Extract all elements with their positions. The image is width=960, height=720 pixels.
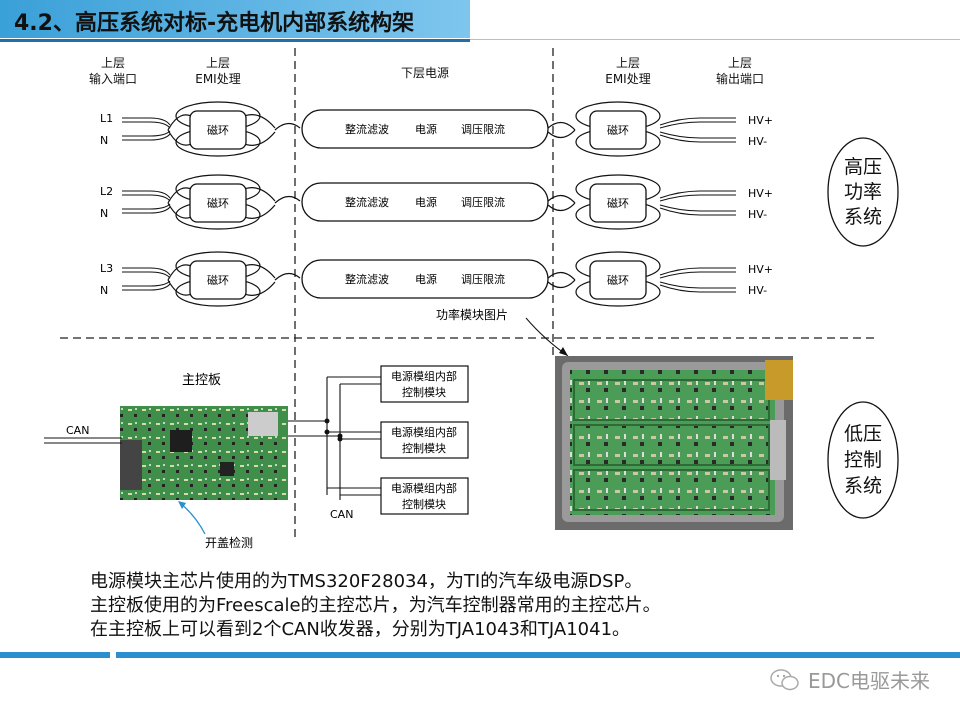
wechat-icon — [770, 668, 799, 690]
hv-system-badge — [827, 137, 899, 247]
control-module-3-line1: 电源模组内部 — [391, 481, 457, 495]
row1-output-hv-minus: HV- — [748, 135, 767, 148]
lv-system-line3: 系统 — [844, 475, 882, 497]
main-board-photo — [120, 406, 288, 500]
hv-system-line2: 功率 — [844, 181, 882, 203]
row3-core-out-label: 磁环 — [607, 274, 629, 287]
hv-system-line3: 系统 — [844, 206, 882, 228]
row3-stage3: 调压限流 — [461, 272, 505, 286]
row2-input-n: N — [100, 207, 108, 220]
note-line-1: 电源模块主芯片使用的为TMS320F28034，为TI的汽车级电源DSP。 — [90, 571, 643, 592]
row1-stage1: 整流滤波 — [345, 122, 389, 136]
row2-output-hv-plus: HV+ — [748, 187, 773, 200]
col3-header: 下层电源 — [401, 66, 449, 80]
control-module-2: 电源模组内部 控制模块 — [380, 421, 469, 459]
can-input-label: CAN — [66, 424, 89, 437]
row2-emi-core-in — [189, 183, 247, 223]
row2-stage2: 电源 — [415, 195, 437, 209]
col1-header-line2: 输入端口 — [89, 71, 137, 86]
col4-header-line1: 上层 — [616, 56, 640, 70]
row1-emi-core-in — [189, 110, 247, 150]
row1-emi-core-out — [589, 110, 647, 150]
main-board-label: 主控板 — [182, 373, 221, 388]
can-bus-label: CAN — [330, 508, 353, 521]
row1-input-l: L1 — [100, 112, 113, 125]
row2-emi-core-out — [589, 183, 647, 223]
footer-brand: EDC电驱未来 — [807, 669, 930, 693]
control-module-1: 电源模组内部 控制模块 — [380, 365, 469, 403]
control-module-3-line2: 控制模块 — [402, 497, 446, 511]
power-module-photo-label: 功率模块图片 — [436, 307, 508, 322]
control-module-3: 电源模组内部 控制模块 — [380, 477, 469, 515]
row3-power-stage — [301, 259, 549, 299]
control-module-2-line2: 控制模块 — [402, 441, 446, 455]
lv-system-badge — [827, 401, 899, 519]
col2-header-line1: 上层 — [206, 56, 230, 70]
page-title: 4.2、高压系统对标-充电机内部系统构架 — [14, 11, 415, 36]
row1-core-label: 磁环 — [207, 124, 229, 137]
control-module-1-line1: 电源模组内部 — [391, 369, 457, 383]
row1-stage3: 调压限流 — [461, 122, 505, 136]
col5-header-line2: 输出端口 — [716, 71, 764, 86]
row3-emi-core-in — [189, 260, 247, 300]
row2-input-l: L2 — [100, 185, 113, 198]
control-module-1-line2: 控制模块 — [402, 385, 446, 399]
lid-detect-label: 开盖检测 — [205, 535, 253, 550]
power-row-3: L3 N 磁环 整流滤波 电源 调压限流 磁环 HV+ HV- — [100, 251, 773, 307]
col4-header-line2: EMI处理 — [605, 72, 650, 86]
row3-stage2: 电源 — [415, 272, 437, 286]
row2-stage1: 整流滤波 — [345, 195, 389, 209]
note-line-2: 主控板使用的为Freescale的主控芯片，为汽车控制器常用的主控芯片。 — [90, 595, 661, 616]
row3-stage1: 整流滤波 — [345, 272, 389, 286]
row3-core-label: 磁环 — [207, 274, 229, 287]
power-row-1: L1 N 磁环 整流滤波 电源 调压限流 磁环 HV+ HV- — [100, 101, 773, 157]
row2-output-hv-minus: HV- — [748, 208, 767, 221]
row1-core-out-label: 磁环 — [607, 124, 629, 137]
row3-input-n: N — [100, 284, 108, 297]
row3-input-l: L3 — [100, 262, 113, 275]
power-module-photo — [555, 356, 793, 530]
row3-emi-core-out — [589, 260, 647, 300]
row1-output-hv-plus: HV+ — [748, 114, 773, 127]
hv-system-line1: 高压 — [844, 156, 882, 178]
note-line-3: 在主控板上可以看到2个CAN收发器，分别为TJA1043和TJA1041。 — [90, 619, 631, 640]
row2-core-out-label: 磁环 — [607, 197, 629, 210]
col2-header-line2: EMI处理 — [195, 72, 240, 86]
title-bar: 4.2、高压系统对标-充电机内部系统构架 — [0, 0, 470, 42]
can-bus — [288, 376, 381, 500]
notes-block: 电源模块主芯片使用的为TMS320F28034，为TI的汽车级电源DSP。 主控… — [90, 570, 661, 642]
power-row-2: L2 N 磁环 整流滤波 电源 调压限流 磁环 HV+ HV- — [100, 174, 773, 230]
control-module-2-line1: 电源模组内部 — [391, 425, 457, 439]
row2-stage3: 调压限流 — [461, 195, 505, 209]
row2-power-stage — [301, 182, 549, 222]
col5-header-line1: 上层 — [728, 56, 752, 70]
col1-header-line1: 上层 — [101, 56, 125, 70]
title-underline — [470, 39, 960, 40]
bottom-bar — [0, 652, 960, 658]
lv-system-line1: 低压 — [844, 423, 882, 445]
row1-power-stage — [301, 109, 549, 149]
row2-core-label: 磁环 — [207, 197, 229, 210]
row1-stage2: 电源 — [415, 122, 437, 136]
row3-output-hv-minus: HV- — [748, 284, 767, 297]
row1-input-n: N — [100, 134, 108, 147]
row3-output-hv-plus: HV+ — [748, 263, 773, 276]
lv-system-line2: 控制 — [844, 449, 882, 471]
footer-watermark: EDC电驱未来 — [770, 665, 930, 694]
